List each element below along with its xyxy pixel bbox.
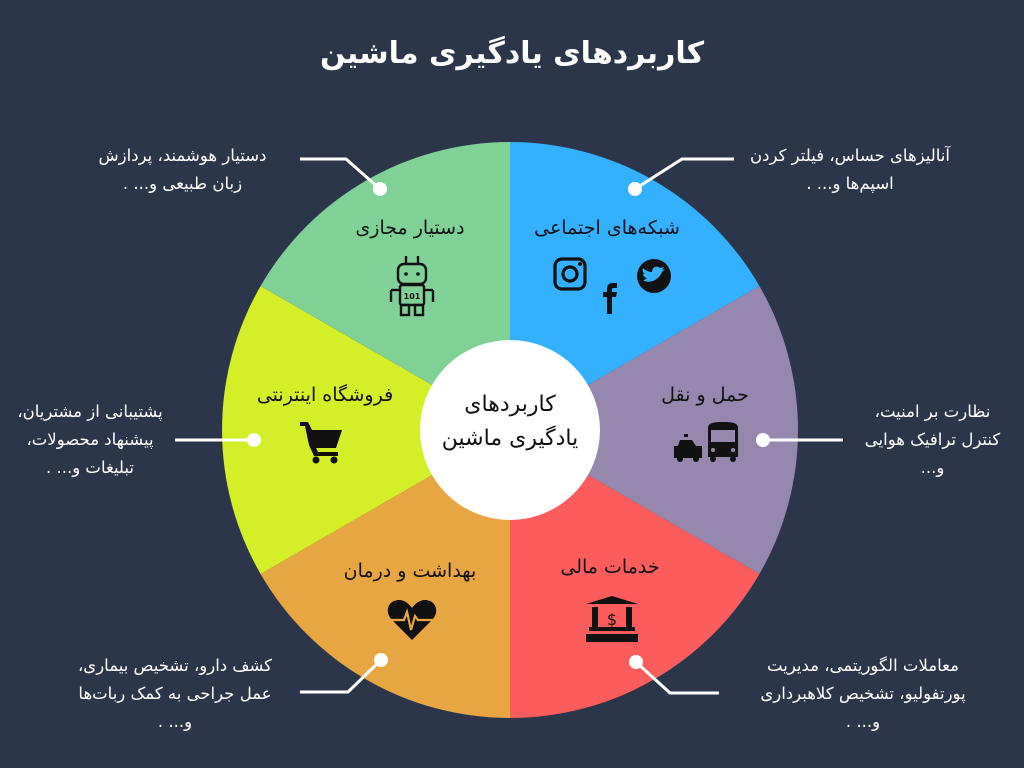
bank-dollar-icon	[586, 596, 638, 642]
segment-transport	[510, 286, 798, 574]
segment-social	[510, 142, 760, 430]
robot-icon	[389, 256, 435, 317]
instagram-dot	[578, 262, 582, 266]
facebook-icon	[603, 283, 617, 314]
taxi-icon	[674, 434, 702, 462]
note-line: پیشنهاد محصولات،	[26, 430, 154, 449]
note-line: دستیار هوشمند، پردازش	[98, 146, 267, 165]
note-shop: پشتیبانی از مشتریان، پیشنهاد محصولات، تب…	[0, 398, 180, 482]
heartbeat-icon	[387, 600, 437, 640]
note-finance: معاملات الگوریتمی، مدیریت پورتفولیو، تشخ…	[728, 652, 998, 736]
segment-label-social: شبکه‌های اجتماعی	[534, 217, 680, 239]
center-disk	[420, 340, 600, 520]
note-line: پشتیبانی از مشتریان،	[17, 402, 163, 421]
note-line: عمل جراحی به کمک ربات‌ها	[78, 684, 272, 703]
center-title-line2: یادگیری ماشین	[441, 426, 579, 451]
note-line: و... .	[157, 712, 193, 731]
note-line: اسپم‌ها و... .	[806, 174, 894, 193]
note-line: نظارت بر امنیت،	[874, 402, 991, 421]
segment-assistant	[260, 142, 510, 430]
note-line: تبلیغات و... .	[46, 458, 134, 477]
note-line: معاملات الگوریتمی، مدیریت	[767, 656, 959, 675]
note-line: و... .	[845, 712, 881, 731]
note-line: پورتفولیو، تشخیص کلاهبرداری	[760, 684, 966, 703]
segment-finance	[510, 430, 760, 718]
note-health: کشف دارو، تشخیص بیماری، عمل جراحی به کمک…	[55, 652, 295, 736]
shopping-cart-icon	[300, 422, 342, 464]
note-line: زبان طبیعی و... .	[122, 174, 243, 193]
svg-text:$: $	[607, 610, 617, 629]
segment-shop	[222, 286, 510, 574]
note-line: کنترل ترافیک هوایی	[864, 430, 1001, 449]
page-title: کاربردهای یادگیری ماشین	[319, 36, 705, 71]
center-title: کاربردهای یادگیری ماشین	[420, 388, 600, 456]
segment-label-shop: فروشگاه اینترنتی	[256, 384, 394, 406]
twitter-icon	[637, 259, 671, 293]
instagram-icon	[553, 257, 587, 291]
segment-label-health: بهداشت و درمان	[343, 560, 477, 582]
note-line: و...	[920, 458, 945, 477]
connector-lines	[175, 157, 843, 695]
segment-label-transport: حمل و نقل	[661, 384, 749, 406]
note-social: آنالیزهای حساس، فیلتر کردن اسپم‌ها و... …	[735, 142, 965, 198]
segment-health	[260, 430, 510, 718]
segment-label-assistant: دستیار مجازی	[355, 217, 465, 239]
svg-text:101: 101	[404, 292, 421, 301]
center-title-line1: کاربردهای	[464, 392, 556, 417]
segment-label-finance: خدمات مالی	[560, 556, 660, 578]
note-assistant: دستیار هوشمند، پردازش زبان طبیعی و... .	[70, 142, 295, 198]
note-transport: نظارت بر امنیت، کنترل ترافیک هوایی و...	[845, 398, 1020, 482]
connector-dots	[247, 182, 770, 669]
note-line: کشف دارو، تشخیص بیماری،	[77, 656, 273, 675]
note-line: آنالیزهای حساس، فیلتر کردن	[750, 146, 950, 165]
